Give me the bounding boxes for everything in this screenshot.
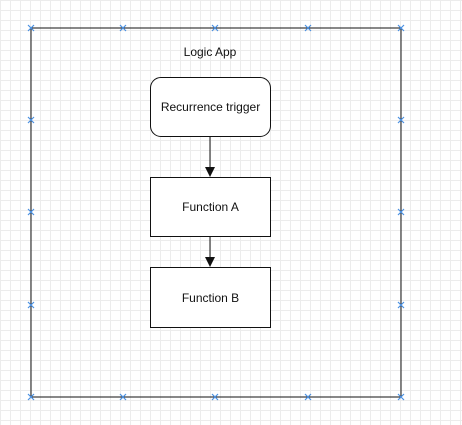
- selection-handle-left-upper[interactable]: [27, 116, 35, 124]
- selection-handle-top-center-right[interactable]: [304, 24, 312, 32]
- selection-handle-top-left[interactable]: [27, 24, 35, 32]
- function-b-node[interactable]: Function B: [150, 267, 271, 328]
- selection-handle-left-middle[interactable]: [27, 208, 35, 216]
- selection-handle-right-lower[interactable]: [397, 301, 405, 309]
- selection-handle-bottom-right[interactable]: [397, 393, 405, 401]
- selection-handle-top-center-left[interactable]: [119, 24, 127, 32]
- selection-handle-right-upper[interactable]: [397, 116, 405, 124]
- selection-handle-bottom-center-right[interactable]: [304, 393, 312, 401]
- logic-app-title: Logic App: [183, 45, 237, 59]
- selection-handle-bottom-center-left[interactable]: [119, 393, 127, 401]
- selection-handle-bottom-left[interactable]: [27, 393, 35, 401]
- function-b-label: Function B: [181, 290, 240, 305]
- selection-handles[interactable]: [27, 24, 405, 401]
- function-a-label: Function A: [182, 200, 239, 214]
- recurrence-trigger-node[interactable]: Recurrence trigger: [150, 77, 271, 137]
- recurrence-trigger-label: Recurrence trigger: [160, 100, 261, 114]
- selection-handle-top-center[interactable]: [211, 24, 219, 32]
- selection-handle-right-middle[interactable]: [397, 208, 405, 216]
- selection-handle-left-lower[interactable]: [27, 301, 35, 309]
- selection-handle-top-right[interactable]: [397, 24, 405, 32]
- function-a-node[interactable]: Function A: [150, 177, 271, 237]
- selection-handle-bottom-center[interactable]: [211, 393, 219, 401]
